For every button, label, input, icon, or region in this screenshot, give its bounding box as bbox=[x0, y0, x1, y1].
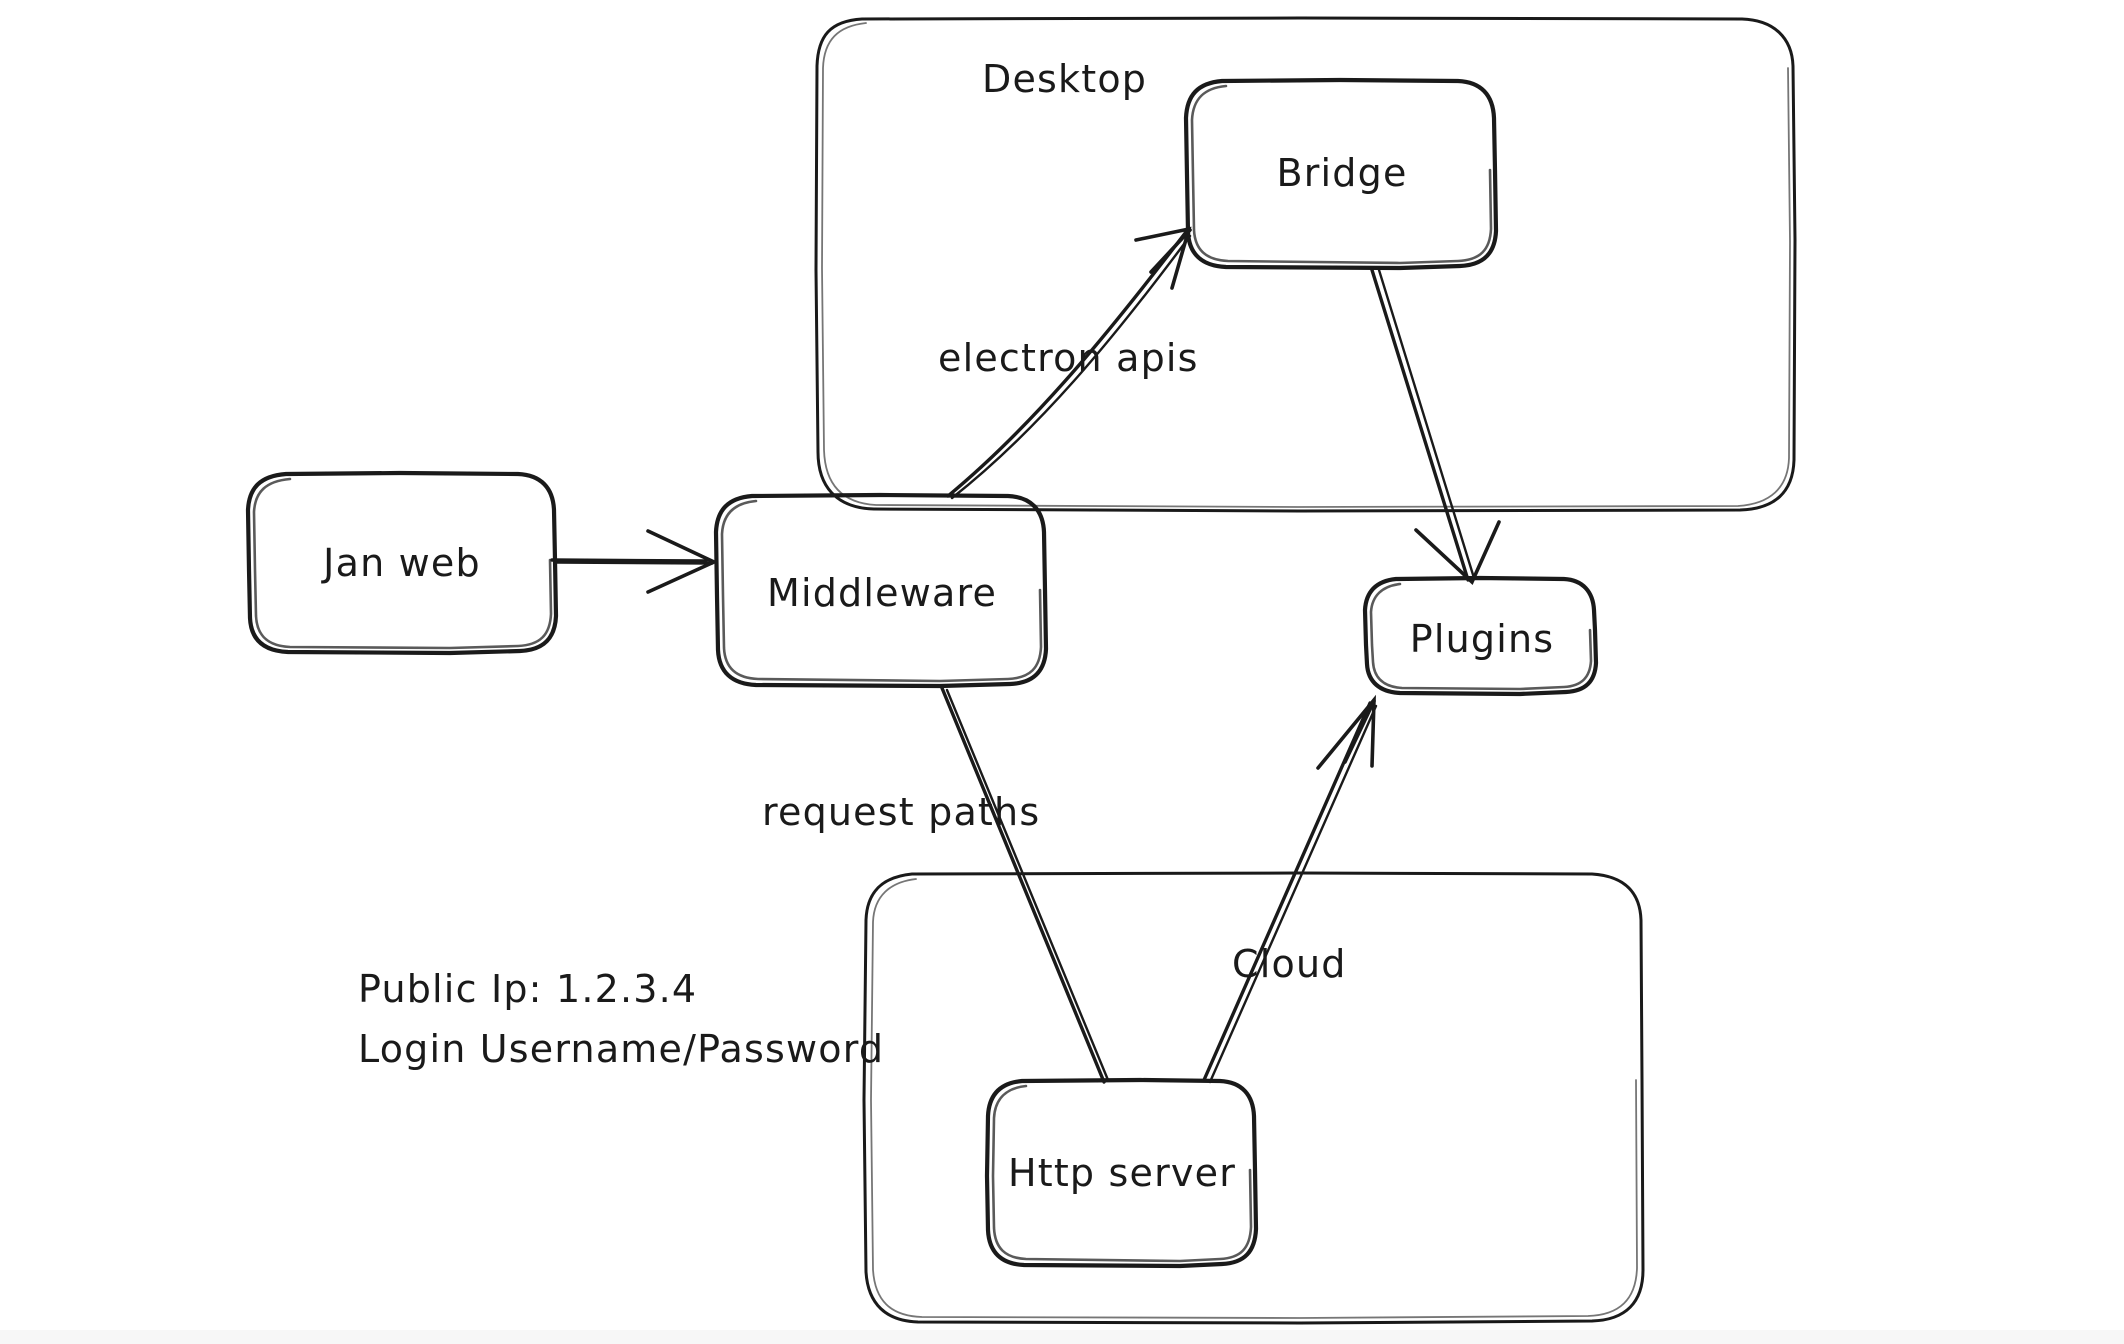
edge-label-electron-apis: electron apis bbox=[938, 336, 1199, 380]
node-http-server[interactable]: Http server bbox=[984, 1077, 1259, 1269]
node-label-http-server: Http server bbox=[1008, 1151, 1236, 1195]
node-label-middleware: Middleware bbox=[767, 571, 997, 615]
node-bridge[interactable]: Bridge bbox=[1183, 77, 1499, 271]
group-desktop[interactable]: Desktop bbox=[814, 16, 1797, 513]
node-plugins[interactable]: Plugins bbox=[1362, 575, 1599, 697]
edge-middleware-to-http-server: request paths bbox=[762, 686, 1110, 1084]
node-label-jan-web: Jan web bbox=[321, 541, 481, 585]
group-label-desktop: Desktop bbox=[982, 57, 1147, 101]
edge-jan-web-to-middleware bbox=[550, 529, 719, 594]
note-login: Login Username/Password bbox=[358, 1027, 884, 1071]
node-middleware[interactable]: Middleware bbox=[713, 492, 1049, 689]
group-cloud-container[interactable] bbox=[862, 871, 1645, 1325]
edge-bridge-to-plugins bbox=[1370, 268, 1501, 586]
bottom-edge-strip bbox=[0, 1330, 2124, 1344]
node-label-plugins: Plugins bbox=[1410, 617, 1555, 661]
edge-label-cloud: Cloud bbox=[1232, 942, 1347, 986]
edge-http-server-to-plugins: Cloud bbox=[1202, 694, 1378, 1084]
edge-label-request-paths: request paths bbox=[762, 790, 1040, 834]
notes-block: Public Ip: 1.2.3.4 Login Username/Passwo… bbox=[358, 967, 884, 1071]
edge-middleware-to-bridge: electron apis bbox=[938, 226, 1199, 500]
node-label-bridge: Bridge bbox=[1276, 151, 1407, 195]
note-public-ip: Public Ip: 1.2.3.4 bbox=[358, 967, 697, 1011]
node-jan-web[interactable]: Jan web bbox=[245, 470, 559, 656]
